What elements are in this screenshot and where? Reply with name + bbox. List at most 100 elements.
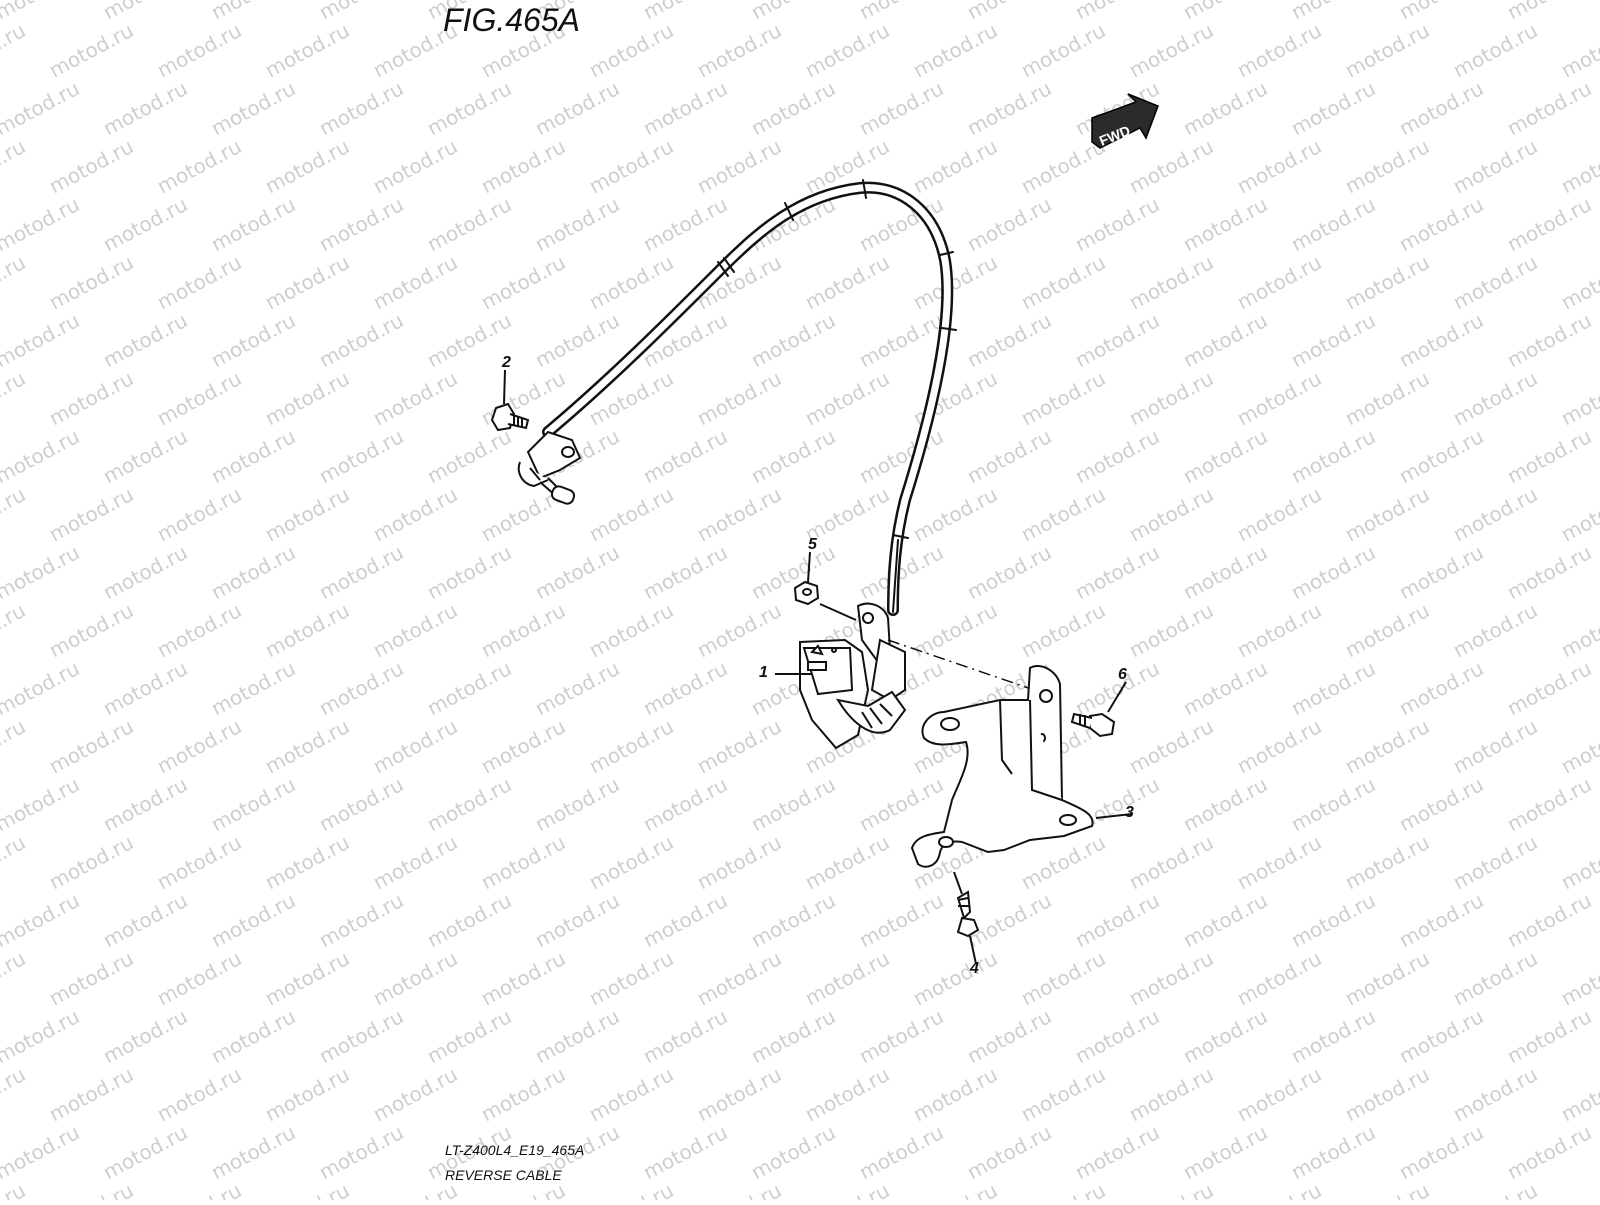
watermark-text: motod.ru xyxy=(1233,250,1325,314)
watermark-text: motod.ru xyxy=(153,134,245,198)
watermark-text: motod.ru xyxy=(855,308,947,372)
watermark-text: motod.ru xyxy=(99,76,191,140)
watermark-text: motod.ru xyxy=(801,830,893,894)
watermark-text: motod.ru xyxy=(1503,772,1595,836)
watermark-text: motod.ru xyxy=(531,192,623,256)
watermark-text: motod.ru xyxy=(1449,946,1541,1010)
watermark-text: motod.ru xyxy=(1125,134,1217,198)
watermark-text: motod.ru xyxy=(1341,18,1433,82)
watermark-text: motod.ru xyxy=(0,424,83,488)
watermark-text: motod.ru xyxy=(1557,134,1600,198)
watermark-text: motod.ru xyxy=(99,772,191,836)
watermark-text: motod.ru xyxy=(1179,888,1271,952)
watermark-text: motod.ru xyxy=(693,598,785,662)
watermark-text: motod.ru xyxy=(855,76,947,140)
watermark-text: motod.ru xyxy=(45,1178,137,1200)
watermark-text: motod.ru xyxy=(261,946,353,1010)
watermark-text: motod.ru xyxy=(1179,1120,1271,1184)
watermark-text: motod.ru xyxy=(693,482,785,546)
watermark-text: motod.ru xyxy=(0,656,83,720)
watermark-text: motod.ru xyxy=(693,366,785,430)
watermark-text: motod.ru xyxy=(531,888,623,952)
watermark-text: motod.ru xyxy=(639,540,731,604)
watermark-text: motod.ru xyxy=(1557,18,1600,82)
watermark-text: motod.ru xyxy=(1233,134,1325,198)
watermark-text: motod.ru xyxy=(1233,1178,1325,1200)
watermark-text: motod.ru xyxy=(1557,714,1600,778)
watermark-text: motod.ru xyxy=(1287,424,1379,488)
alignment-line xyxy=(887,639,1041,693)
watermark-text: motod.ru xyxy=(855,888,947,952)
watermark-text: motod.ru xyxy=(1503,1120,1595,1184)
watermark-text: motod.ru xyxy=(477,714,569,778)
watermark-text: motod.ru xyxy=(1017,1178,1109,1200)
watermark-text: motod.ru xyxy=(1449,598,1541,662)
watermark-text: motod.ru xyxy=(1287,0,1379,24)
watermark-text: motod.ru xyxy=(1287,888,1379,952)
watermark-text: motod.ru xyxy=(1503,192,1595,256)
watermark-text: motod.ru xyxy=(369,134,461,198)
watermark-text: motod.ru xyxy=(801,1178,893,1200)
watermark-text: motod.ru xyxy=(909,134,1001,198)
watermark-text: motod.ru xyxy=(1125,18,1217,82)
watermark-text: motod.ru xyxy=(1395,1120,1487,1184)
watermark-text: motod.ru xyxy=(801,250,893,314)
watermark-text: motod.ru xyxy=(423,888,515,952)
watermark-text: motod.ru xyxy=(693,946,785,1010)
watermark-text: motod.ru xyxy=(0,598,29,662)
watermark-text: motod.ru xyxy=(315,424,407,488)
watermark-text: motod.ru xyxy=(1179,308,1271,372)
watermark-text: motod.ru xyxy=(855,1120,947,1184)
watermark-text: motod.ru xyxy=(369,366,461,430)
watermark-text: motod.ru xyxy=(1341,946,1433,1010)
watermark-text: motod.ru xyxy=(99,1120,191,1184)
watermark-text: motod.ru xyxy=(747,888,839,952)
watermark-text: motod.ru xyxy=(1017,598,1109,662)
watermark-text: motod.ru xyxy=(747,76,839,140)
watermark-text: motod.ru xyxy=(639,192,731,256)
watermark-text: motod.ru xyxy=(585,18,677,82)
watermark-text: motod.ru xyxy=(1503,0,1595,24)
watermark-text: motod.ru xyxy=(585,598,677,662)
callout-3: 3 xyxy=(1125,804,1134,821)
watermark-text: motod.ru xyxy=(963,888,1055,952)
watermark-text: motod.ru xyxy=(0,482,29,546)
watermark-text: motod.ru xyxy=(99,424,191,488)
watermark-text: motod.ru xyxy=(423,1004,515,1068)
watermark-text: motod.ru xyxy=(1557,250,1600,314)
watermark-text: motod.ru xyxy=(1125,250,1217,314)
watermark-text: motod.ru xyxy=(1071,540,1163,604)
watermark-text: motod.ru xyxy=(639,76,731,140)
watermark-text: motod.ru xyxy=(477,946,569,1010)
watermark-text: motod.ru xyxy=(1125,598,1217,662)
watermark-text: motod.ru xyxy=(0,540,83,604)
watermark-text: motod.ru xyxy=(1125,946,1217,1010)
watermark-text: motod.ru xyxy=(639,1004,731,1068)
watermark-text: motod.ru xyxy=(1449,830,1541,894)
figure-caption: REVERSE CABLE xyxy=(445,1167,562,1183)
watermark-text: motod.ru xyxy=(531,1004,623,1068)
watermark-text: motod.ru xyxy=(1449,134,1541,198)
watermark-text: motod.ru xyxy=(1179,540,1271,604)
watermark-text: motod.ru xyxy=(99,888,191,952)
watermark-text: motod.ru xyxy=(585,1062,677,1126)
watermark-text: motod.ru xyxy=(315,192,407,256)
watermark-text: motod.ru xyxy=(531,540,623,604)
watermark-text: motod.ru xyxy=(639,772,731,836)
watermark-text: motod.ru xyxy=(99,656,191,720)
watermark-text: motod.ru xyxy=(1071,424,1163,488)
watermark-text: motod.ru xyxy=(1071,1004,1163,1068)
watermark-text: motod.ru xyxy=(1071,308,1163,372)
watermark-text: motod.ru xyxy=(1557,946,1600,1010)
watermark-text: motod.ru xyxy=(207,1120,299,1184)
watermark-text: motod.ru xyxy=(315,1120,407,1184)
watermark-text: motod.ru xyxy=(99,540,191,604)
watermark-text: motod.ru xyxy=(45,1062,137,1126)
watermark-text: motod.ru xyxy=(1341,1178,1433,1200)
watermark-text: motod.ru xyxy=(0,830,29,894)
watermark-text: motod.ru xyxy=(153,18,245,82)
watermark-text: motod.ru xyxy=(315,540,407,604)
watermark-text: motod.ru xyxy=(477,598,569,662)
watermark-text: motod.ru xyxy=(153,1062,245,1126)
watermark-text: motod.ru xyxy=(963,308,1055,372)
